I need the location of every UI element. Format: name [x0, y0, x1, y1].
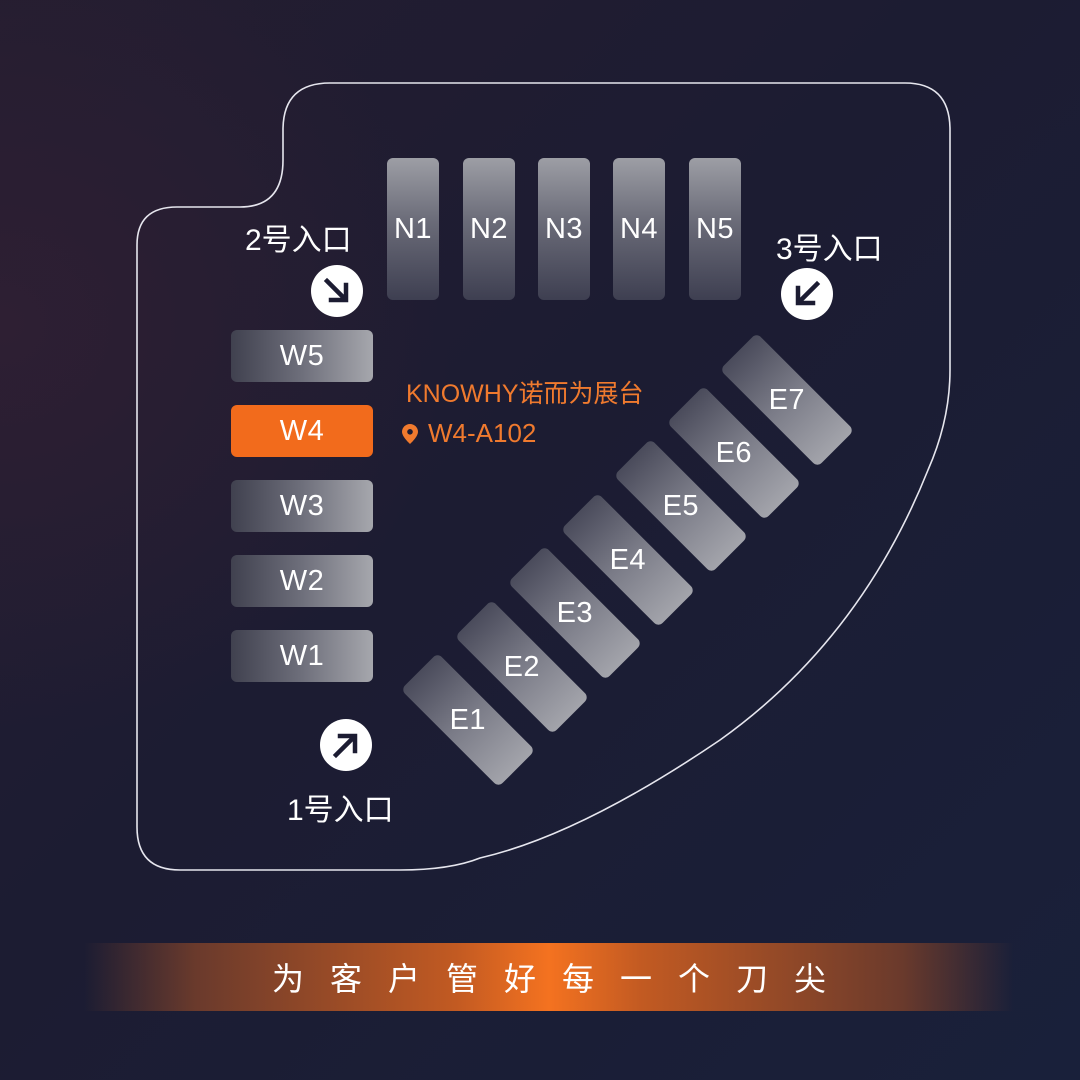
slogan-banner: 为客户管好每一个刀尖 — [84, 943, 1014, 1011]
booth-w1[interactable]: W1 — [231, 630, 373, 682]
entrance-1-label: 1号入口 — [287, 794, 394, 827]
booth-w4-highlighted[interactable]: W4 — [231, 405, 373, 457]
entrance-2-label: 2号入口 — [245, 224, 352, 257]
booth-n1[interactable]: N1 — [387, 158, 439, 300]
entrance-3-label: 3号入口 — [776, 233, 883, 266]
booth-code: W4-A102 — [428, 418, 537, 448]
slogan-text: 为客户管好每一个刀尖 — [271, 961, 852, 997]
arrow-up-right-icon[interactable] — [320, 719, 372, 771]
booth-n5[interactable]: N5 — [689, 158, 741, 300]
arrow-down-right-icon[interactable] — [311, 265, 363, 317]
booth-n2[interactable]: N2 — [463, 158, 515, 300]
booth-w5[interactable]: W5 — [231, 330, 373, 382]
booth-n3[interactable]: N3 — [538, 158, 590, 300]
exhibitor-name: KNOWHY诺而为展台 — [406, 380, 644, 408]
booth-w3[interactable]: W3 — [231, 480, 373, 532]
map-pin-icon — [402, 423, 418, 444]
booth-location: W4-A102 — [402, 418, 536, 449]
booth-w2[interactable]: W2 — [231, 555, 373, 607]
booth-n4[interactable]: N4 — [613, 158, 665, 300]
arrow-down-left-icon[interactable] — [781, 268, 833, 320]
